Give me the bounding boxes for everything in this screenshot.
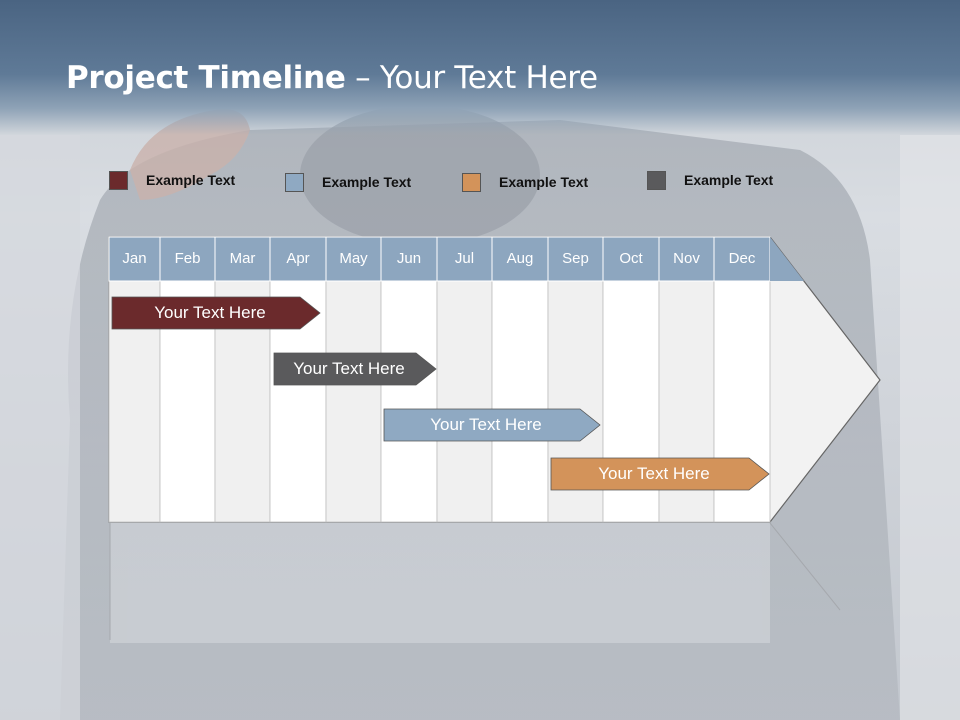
task-arrow-bar[interactable] [383,408,601,442]
month-header-cell [380,236,438,282]
task-bars [111,296,770,491]
month-header-cell [658,236,715,282]
month-header-cell [491,236,549,282]
month-label: Sep [562,250,589,267]
legend-label: Example Text [322,174,412,190]
task-bar-label: Your Text Here [154,303,266,322]
task-bar-label: Your Text Here [598,464,710,483]
legend-swatch [462,172,481,192]
month-label: Jun [396,250,422,267]
timeline-reflection [109,522,841,643]
legend-swatch [647,170,666,190]
month-label: Jul [454,250,475,267]
month-header-cell [269,236,327,282]
arrow-tip-header [770,237,804,281]
month-label: Dec [728,250,756,267]
title-rest: – Your Text Here [345,60,598,96]
month-column [436,280,493,523]
legend-label: Example Text [684,172,774,188]
legend-swatch [285,172,304,192]
legend-item: Example Text [109,169,235,191]
legend-label: Example Text [499,174,589,190]
month-label: Apr [286,250,310,267]
month-column [491,280,549,523]
month-header-row [108,236,804,282]
month-header-cell [325,236,382,282]
month-header-cell [159,236,216,282]
task-bar-label: Your Text Here [430,415,542,434]
month-header-cell [214,236,271,282]
legend-item: Example Text [647,169,773,191]
task-arrow-bar[interactable] [550,457,770,491]
month-label: Mar [229,250,256,267]
month-label: Aug [506,250,534,267]
legend-item: Example Text [285,171,411,193]
task-arrow-bar[interactable] [273,352,437,386]
month-column [380,280,438,523]
legend-label: Example Text [146,172,236,188]
month-column [325,280,382,523]
legend-item: Example Text [462,171,588,193]
month-label: Feb [174,250,201,267]
month-label: Jan [122,250,147,267]
page-title[interactable]: Project Timeline – Your Text Here [66,60,598,104]
month-label: Nov [673,250,700,267]
month-label: Oct [619,250,643,267]
month-header-cell [547,236,604,282]
month-header-cell [602,236,660,282]
month-header-cell [713,236,771,282]
title-bold: Project Timeline [66,60,346,96]
task-bar-label: Your Text Here [293,359,405,378]
legend-swatch [109,170,128,190]
task-arrow-bar[interactable] [111,296,321,330]
header-band [0,0,960,135]
month-label: May [339,250,368,267]
